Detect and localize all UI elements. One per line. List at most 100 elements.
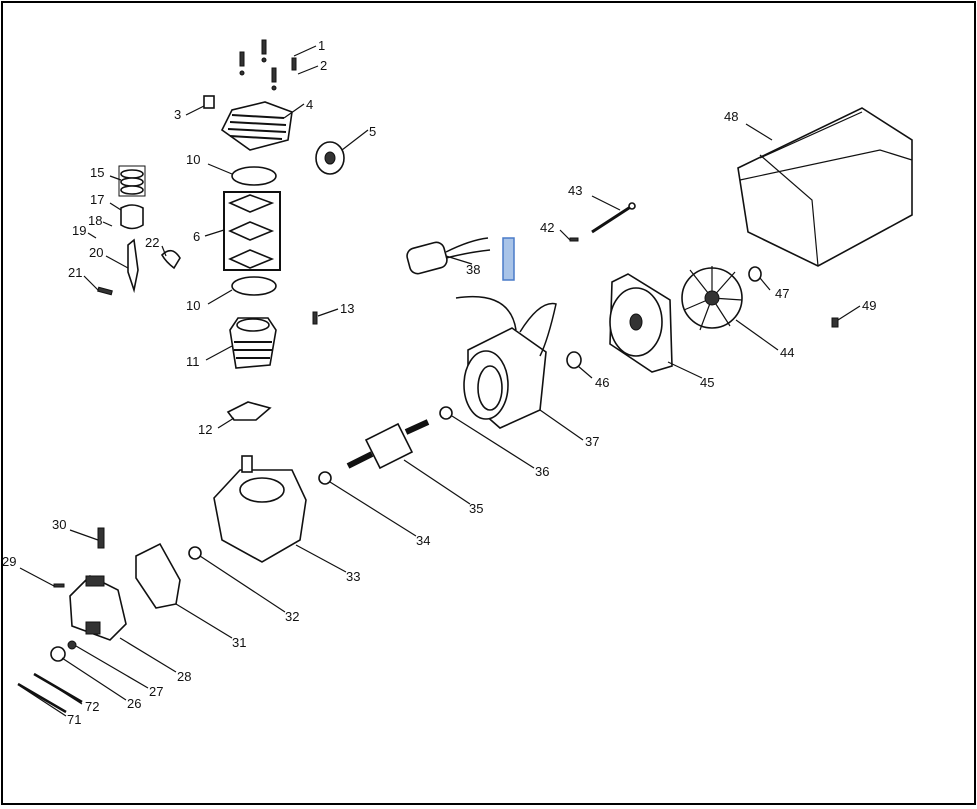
part-number-label: 11	[186, 354, 200, 369]
part-number-label: 28	[177, 669, 191, 684]
leader-line	[207, 163, 233, 175]
part-26-nut	[50, 646, 66, 662]
leader-line	[445, 255, 473, 265]
selection-marker[interactable]	[502, 237, 515, 281]
leader-line	[667, 361, 703, 379]
leader-line	[759, 277, 771, 291]
part-number-label: 10	[186, 152, 200, 167]
part-number-label: 5	[369, 124, 376, 139]
part-48-shroud	[737, 107, 913, 267]
head-bolts	[239, 39, 297, 91]
part-number-label: 46	[595, 375, 609, 390]
leader-line	[185, 105, 205, 116]
leader-line	[317, 308, 339, 317]
part-30-bolt	[97, 527, 105, 549]
part-34-bearing	[318, 471, 332, 485]
leader-line	[205, 345, 233, 361]
part-number-label: 33	[346, 569, 360, 584]
part-number-label: 18	[88, 213, 102, 228]
part-number-label: 44	[780, 345, 794, 360]
part-45-end-bell	[609, 273, 673, 373]
part-47-washer	[748, 266, 762, 282]
part-number-label: 22	[145, 235, 159, 250]
part-10-gasket-top	[231, 166, 277, 186]
leader-line	[87, 232, 97, 239]
leader-line	[199, 555, 286, 613]
leader-line	[19, 567, 55, 587]
part-43-ring	[628, 202, 636, 210]
part-37-stator	[455, 295, 557, 429]
leader-line	[341, 129, 369, 151]
part-number-label: 48	[724, 109, 738, 124]
part-13-screw	[312, 311, 318, 325]
part-43-rod	[591, 204, 633, 234]
leader-line	[451, 415, 535, 469]
leader-line	[105, 255, 129, 269]
part-17-piston	[120, 204, 144, 230]
part-20-connecting-rod	[127, 238, 139, 294]
part-number-label: 29	[2, 554, 16, 569]
part-number-label: 6	[193, 229, 200, 244]
part-number-label: 42	[540, 220, 554, 235]
part-number-label: 10	[186, 298, 200, 313]
part-number-label: 21	[68, 265, 82, 280]
part-32-bearing	[188, 546, 202, 560]
part-number-label: 47	[775, 286, 789, 301]
part-number-label: 27	[149, 684, 163, 699]
part-number-label: 32	[285, 609, 299, 624]
part-21-pin	[97, 286, 113, 296]
leader-line	[175, 603, 233, 639]
leader-line	[37, 675, 83, 705]
part-number-label: 37	[585, 434, 599, 449]
part-number-label: 15	[90, 165, 104, 180]
part-number-label: 72	[85, 699, 99, 714]
leader-line	[297, 65, 319, 75]
part-number-label: 30	[52, 517, 66, 532]
leader-line	[329, 481, 417, 537]
part-28-cover	[69, 575, 127, 641]
part-number-label: 1	[318, 38, 325, 53]
part-49-nut	[831, 317, 839, 328]
leader-line	[559, 229, 571, 241]
part-36-bearing	[439, 406, 453, 420]
leader-line	[745, 123, 773, 141]
part-number-label: 20	[89, 245, 103, 260]
leader-line	[69, 529, 99, 541]
leader-line	[295, 544, 347, 573]
part-number-label: 38	[466, 262, 480, 277]
part-number-label: 31	[232, 635, 246, 650]
part-3-bracket	[203, 95, 215, 109]
part-33-crankcase	[213, 455, 307, 563]
leader-line	[207, 289, 233, 305]
part-6-valve-plate-kit	[223, 191, 281, 271]
part-number-label: 19	[72, 223, 86, 238]
part-number-label: 45	[700, 375, 714, 390]
part-number-label: 34	[416, 533, 430, 548]
leader-line	[217, 417, 235, 429]
leader-line	[109, 175, 122, 181]
part-number-label: 36	[535, 464, 549, 479]
leader-line	[109, 202, 122, 211]
part-number-label: 43	[568, 183, 582, 198]
leader-line	[403, 459, 471, 505]
valve-plates	[227, 194, 275, 269]
part-31-gasket	[135, 542, 181, 609]
leader-line	[293, 45, 317, 57]
parts-71-72-rods	[17, 672, 83, 714]
part-35-rotor	[346, 419, 430, 470]
part-number-label: 12	[198, 422, 212, 437]
part-22-bearing	[161, 249, 181, 270]
leader-line	[161, 245, 167, 257]
leader-line	[577, 365, 593, 379]
leader-line	[539, 409, 584, 441]
part-46-washer	[566, 351, 582, 369]
part-4-cylinder-head	[220, 101, 293, 151]
part-27-seal	[67, 640, 77, 650]
part-number-label: 71	[67, 712, 81, 727]
part-number-label: 13	[340, 301, 354, 316]
part-42-screw	[569, 237, 579, 242]
part-44-fan	[681, 266, 743, 331]
part-number-label: 3	[174, 107, 181, 122]
